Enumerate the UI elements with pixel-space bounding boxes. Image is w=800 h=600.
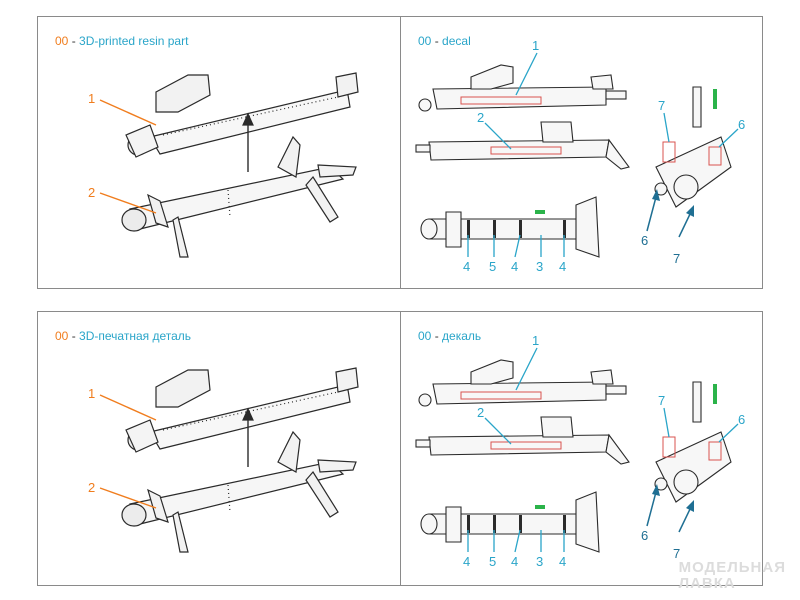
decal-green-mark bbox=[713, 384, 717, 404]
label-2: 2 bbox=[477, 405, 484, 420]
watermark-logo: МОДЕЛЬНАЯ ЛАВКА bbox=[679, 560, 786, 592]
label-4: 4 bbox=[463, 554, 470, 569]
watermark-line-2: ЛАВКА bbox=[678, 575, 736, 592]
panel-title: 00 - декаль bbox=[418, 329, 482, 343]
label-2: 2 bbox=[88, 185, 95, 200]
rail-side-view-2 bbox=[428, 434, 610, 456]
panel-resin-ru: 00 - 3D-печатная деталь 1 2 bbox=[37, 311, 401, 586]
panel-code: 00 bbox=[418, 329, 432, 343]
resin-illustration: 1 2 bbox=[88, 367, 359, 553]
label-4: 4 bbox=[559, 259, 566, 274]
panel-caption: 3D-печатная деталь bbox=[79, 329, 192, 343]
decal-green-mark bbox=[535, 210, 545, 214]
label-4: 4 bbox=[511, 259, 518, 274]
rail-side-view-1 bbox=[432, 381, 607, 405]
decal-illustration: 1 2 4 5 4 3 4 7 6 6 7 bbox=[415, 38, 745, 274]
panel-title: 00 - 3D-печатная деталь bbox=[55, 329, 192, 343]
watermark-line-1: МОДЕЛЬНАЯ bbox=[678, 559, 786, 576]
label-1: 1 bbox=[532, 333, 539, 348]
label-5: 5 bbox=[489, 259, 496, 274]
label-7: 7 bbox=[658, 393, 665, 408]
panel-caption: декаль bbox=[442, 329, 482, 343]
panel-decal-en: 00 - decal bbox=[400, 16, 763, 289]
label-6: 6 bbox=[641, 233, 648, 248]
decal-green-mark bbox=[535, 505, 545, 509]
rail-top-block bbox=[155, 369, 211, 408]
panel-title: 00 - decal bbox=[418, 34, 471, 48]
rail-side-view-2 bbox=[428, 139, 610, 161]
decal-green-mark bbox=[713, 89, 717, 109]
label-7: 7 bbox=[673, 546, 680, 561]
panel-resin-en: 00 - 3D-printed resin part bbox=[37, 16, 401, 289]
panel-caption: 3D-printed resin part bbox=[79, 34, 189, 48]
decal-illustration: 1 2 4 5 4 3 4 7 6 6 7 bbox=[415, 333, 745, 569]
label-5: 5 bbox=[489, 554, 496, 569]
label-4: 4 bbox=[559, 554, 566, 569]
rail-top-block bbox=[155, 74, 211, 113]
panel-caption: decal bbox=[442, 34, 471, 48]
label-4: 4 bbox=[463, 259, 470, 274]
label-3: 3 bbox=[536, 259, 543, 274]
panel-decal-ru: 00 - декаль bbox=[400, 311, 763, 586]
label-1: 1 bbox=[88, 386, 95, 401]
label-6: 6 bbox=[738, 117, 745, 132]
panel-code: 00 bbox=[55, 329, 69, 343]
panel-code: 00 bbox=[55, 34, 69, 48]
label-7: 7 bbox=[658, 98, 665, 113]
label-1: 1 bbox=[532, 38, 539, 53]
label-2: 2 bbox=[88, 480, 95, 495]
panel-title: 00 - 3D-printed resin part bbox=[55, 34, 189, 48]
label-4: 4 bbox=[511, 554, 518, 569]
label-6: 6 bbox=[738, 412, 745, 427]
label-6: 6 bbox=[641, 528, 648, 543]
label-1: 1 bbox=[88, 91, 95, 106]
label-2: 2 bbox=[477, 110, 484, 125]
rail-side-view-1 bbox=[432, 86, 607, 110]
resin-illustration: 1 2 bbox=[88, 72, 359, 258]
panel-code: 00 bbox=[418, 34, 432, 48]
label-7: 7 bbox=[673, 251, 680, 266]
label-3: 3 bbox=[536, 554, 543, 569]
